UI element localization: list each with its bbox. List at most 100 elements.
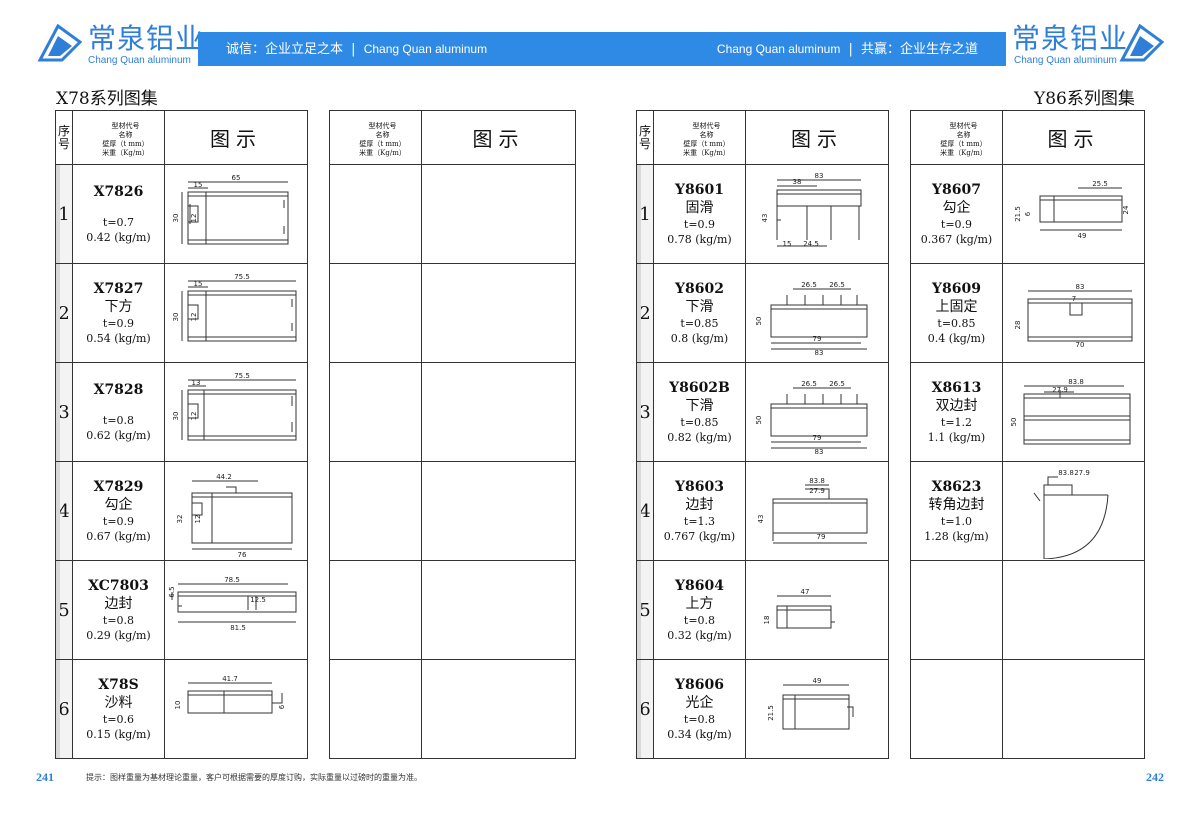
svg-text:32: 32 — [176, 515, 184, 524]
svg-text:26.5: 26.5 — [829, 380, 845, 388]
svg-text:6: 6 — [278, 704, 286, 709]
profile-weight: 1.1 (kg/m) — [927, 431, 986, 444]
slogan-separator-left: | — [351, 42, 356, 57]
svg-text:30: 30 — [172, 214, 180, 223]
row-number: 4 — [55, 461, 73, 561]
profile-diagram: 83.827.950 — [1010, 378, 1130, 445]
svg-text:43: 43 — [761, 214, 769, 223]
profile-info: Y8606 光企 t=0.8 0.34 (kg/m) — [653, 659, 746, 759]
logo-icon — [37, 23, 83, 62]
svg-text:12: 12 — [190, 214, 198, 223]
slogan-banner: 诚信：企业立足之本 | Chang Quan aluminum Chang Qu… — [198, 32, 1006, 66]
svg-text:24.5: 24.5 — [803, 240, 819, 248]
footer-note: 提示：图样重量为基材理论重量，客户可根据需要的厚度订购，实际重量以过磅时的重量为… — [86, 773, 422, 782]
svg-text:76: 76 — [238, 551, 247, 559]
svg-text:75.5: 75.5 — [234, 372, 250, 380]
profile-code: Y8606 — [675, 677, 724, 693]
profile-diagram — [1004, 562, 1144, 658]
profile-weight: 0.32 (kg/m) — [667, 629, 732, 642]
svg-text:83: 83 — [815, 448, 824, 456]
svg-text:83.8: 83.8 — [1058, 469, 1074, 477]
logo-icon — [1119, 23, 1165, 62]
page-number-right: 242 — [1146, 770, 1164, 784]
svg-text:44.2: 44.2 — [216, 473, 232, 481]
row-number: 3 — [636, 362, 654, 462]
table-row — [329, 560, 576, 660]
profile-thickness: t=0.8 — [683, 713, 716, 726]
header-info: 型材代号 名称 壁厚（t mm） 米重（Kg/m） — [910, 110, 1003, 165]
profile-weight: 0.367 (kg/m) — [920, 233, 993, 246]
slogan-right-cn: 共赢：企业生存之道 — [860, 42, 978, 57]
header-figure: 图示 — [1002, 110, 1145, 165]
profile-info: Y8603 边封 t=1.3 0.767 (kg/m) — [653, 461, 746, 561]
svg-text:49: 49 — [813, 677, 822, 685]
row-number: 2 — [55, 263, 73, 363]
header-figure: 图示 — [421, 110, 576, 165]
profile-thickness: t=1.3 — [683, 515, 716, 528]
svg-text:30: 30 — [172, 412, 180, 421]
header-num: 序号 — [55, 110, 73, 165]
profile-name: 上方 — [685, 596, 714, 612]
svg-text:75.5: 75.5 — [234, 273, 250, 281]
row-number: 3 — [55, 362, 73, 462]
profile-weight: 0.62 (kg/m) — [86, 429, 151, 442]
svg-text:15: 15 — [194, 280, 203, 288]
profile-weight: 0.54 (kg/m) — [86, 332, 151, 345]
profile-diagram — [1004, 661, 1144, 757]
profile-diagram: 78.56.512.581.5 — [168, 576, 297, 632]
profile-code: Y8602B — [669, 380, 730, 396]
svg-text:15: 15 — [783, 240, 792, 248]
profile-info: Y8604 上方 t=0.8 0.32 (kg/m) — [653, 560, 746, 660]
profile-code: XC7803 — [88, 578, 149, 594]
svg-text:65: 65 — [232, 174, 241, 182]
table-row — [329, 164, 576, 264]
table-row — [329, 263, 576, 363]
profile-thickness: t=0.85 — [680, 416, 719, 429]
profile-weight: 0.8 (kg/m) — [670, 332, 729, 345]
profile-code: Y8601 — [675, 182, 724, 198]
svg-text:43: 43 — [757, 515, 765, 524]
profile-code: X7827 — [93, 281, 144, 297]
profile-code: X8623 — [931, 479, 982, 495]
svg-text:6: 6 — [1024, 211, 1032, 216]
svg-text:50: 50 — [755, 317, 763, 326]
svg-text:12.5: 12.5 — [250, 596, 266, 604]
header-info: 型材代号 名称 壁厚（t mm） 米重（Kg/m） — [653, 110, 746, 165]
svg-text:50: 50 — [755, 416, 763, 425]
profile-info: X7829 勾企 t=0.9 0.67 (kg/m) — [72, 461, 165, 561]
header-info: 型材代号 名称 壁厚（t mm） 米重（Kg/m） — [329, 110, 422, 165]
profile-drawing — [1002, 560, 1145, 660]
profile-thickness: t=0.9 — [940, 218, 973, 231]
right-side-table: 型材代号 名称 壁厚（t mm） 米重（Kg/m） 图示 Y8607 勾企 t=… — [910, 110, 1145, 759]
profile-code: Y8602 — [675, 281, 724, 297]
svg-text:83: 83 — [815, 172, 824, 180]
series-title-left: X78系列图集 — [56, 89, 158, 109]
profile-info: Y8602 下滑 t=0.85 0.8 (kg/m) — [653, 263, 746, 363]
svg-text:21.5: 21.5 — [1014, 206, 1022, 222]
profile-drawing: 49 21.5 — [745, 659, 889, 759]
svg-text:83.8: 83.8 — [809, 477, 825, 485]
profile-code: X7828 — [93, 382, 144, 398]
svg-text:21.5: 21.5 — [767, 705, 775, 721]
svg-text:27.9: 27.9 — [1052, 386, 1068, 394]
profile-weight: 0.82 (kg/m) — [667, 431, 732, 444]
left-empty-table: 型材代号 名称 壁厚（t mm） 米重（Kg/m） 图示 — [329, 110, 576, 759]
brand-logo-left — [36, 22, 83, 64]
profile-code: Y8604 — [675, 578, 724, 594]
profile-code: Y8607 — [932, 182, 981, 198]
svg-text:6.5: 6.5 — [168, 586, 176, 597]
svg-text:47: 47 — [801, 588, 810, 596]
profile-name: 固滑 — [685, 200, 714, 216]
profile-info: Y8602B 下滑 t=0.85 0.82 (kg/m) — [653, 362, 746, 462]
